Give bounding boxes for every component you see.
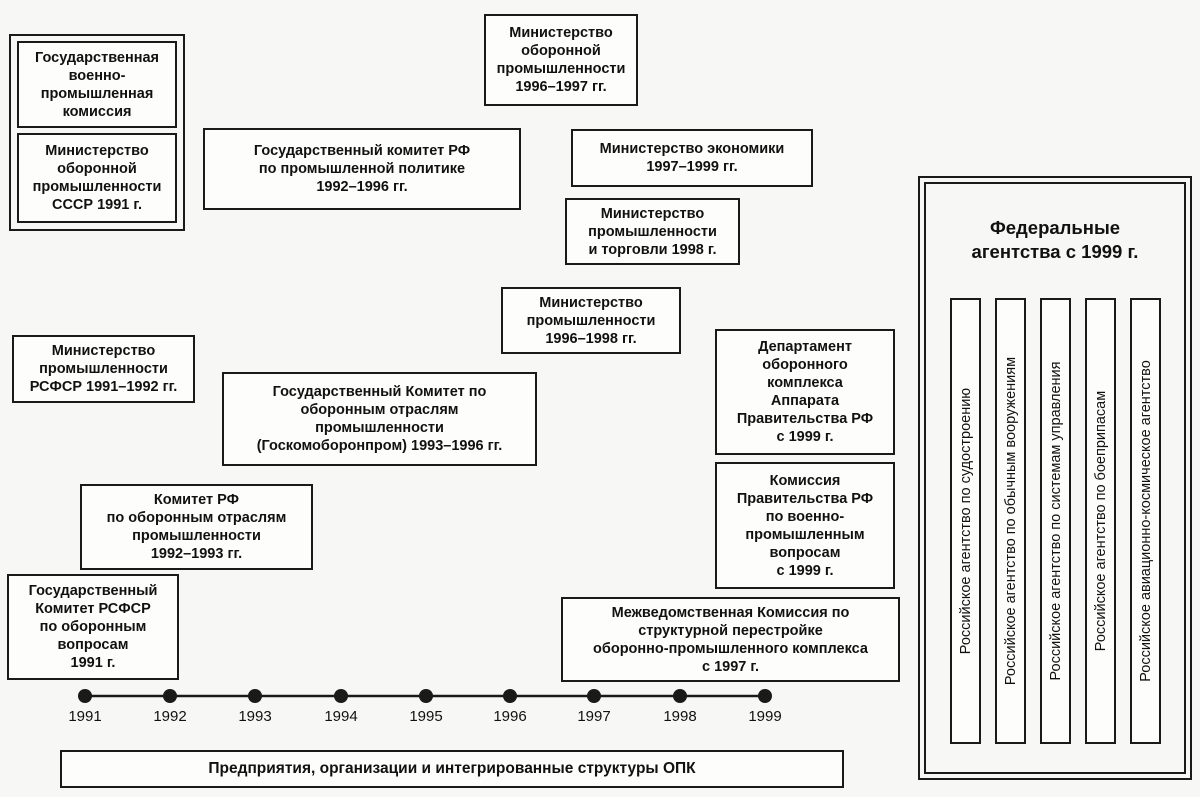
box-komissiya-pravitelstva: Комиссия Правительства РФ по военно- про… (715, 462, 895, 589)
agencies-outer-frame (918, 176, 1192, 780)
timeline-year-1994: 1994 (324, 708, 358, 725)
timeline-dot-1995 (419, 689, 433, 703)
box-goskomoboronprom: Государственный Комитет по оборонным отр… (222, 372, 537, 466)
bottom-enterprises-bar: Предприятия, организации и интегрированн… (60, 750, 844, 788)
timeline-year-1997: 1997 (577, 708, 611, 725)
timeline-dot-1996 (503, 689, 517, 703)
box-min-promyshlennosti: Министерство промышленности 1996–1998 гг… (501, 287, 681, 354)
box-min-prom-torgovli: Министерство промышленности и торговли 1… (565, 198, 740, 265)
timeline-dot-1992 (163, 689, 177, 703)
timeline-year-1998: 1998 (663, 708, 697, 725)
agency-box-boepripasy: Российское агентство по боеприпасам (1085, 298, 1116, 744)
box-komitet-rf: Комитет РФ по оборонным отраслям промышл… (80, 484, 313, 570)
agency-box-aviakosmos: Российское авиационно-космическое агентс… (1130, 298, 1161, 744)
box-mop-ussr: Министерство оборонной промышленности СС… (17, 133, 177, 223)
box-departament-oboronnogo: Департамент оборонного комплекса Аппарат… (715, 329, 895, 455)
timeline-dot-1999 (758, 689, 772, 703)
timeline-year-1992: 1992 (153, 708, 187, 725)
timeline-dot-1998 (673, 689, 687, 703)
box-gvpk: Государственная военно- промышленная ком… (17, 41, 177, 128)
agency-box-sudostroenie: Российское агентство по судостроению (950, 298, 981, 744)
box-goskom-rsfsr: Государственный Комитет РСФСР по оборонн… (7, 574, 179, 680)
timeline-year-1991: 1991 (68, 708, 102, 725)
timeline-year-1999: 1999 (748, 708, 782, 725)
timeline-dot-1997 (587, 689, 601, 703)
agency-box-obychnye-vooruzheniya: Российское агентство по обычным вооружен… (995, 298, 1026, 744)
timeline-dot-1994 (334, 689, 348, 703)
timeline-year-1995: 1995 (409, 708, 443, 725)
agency-box-sistemy-upravleniya: Российское агентство по системам управле… (1040, 298, 1071, 744)
box-mezhvedomstvennaya: Межведомственная Комиссия по структурной… (561, 597, 900, 682)
timeline-dot-1993 (248, 689, 262, 703)
box-min-prom-rsfsr: Министерство промышленности РСФСР 1991–1… (12, 335, 195, 403)
box-goskom-prom-politika: Государственный комитет РФ по промышленн… (203, 128, 521, 210)
box-mop-1996: Министерство оборонной промышленности 19… (484, 14, 638, 106)
timeline-dot-1991 (78, 689, 92, 703)
ussr-1991-group-frame (9, 34, 185, 231)
agencies-inner-frame (924, 182, 1186, 774)
timeline-year-1996: 1996 (493, 708, 527, 725)
timeline-year-1993: 1993 (238, 708, 272, 725)
agencies-title: Федеральные агентства с 1999 г. (971, 217, 1139, 262)
box-min-ekonomiki: Министерство экономики 1997–1999 гг. (571, 129, 813, 187)
